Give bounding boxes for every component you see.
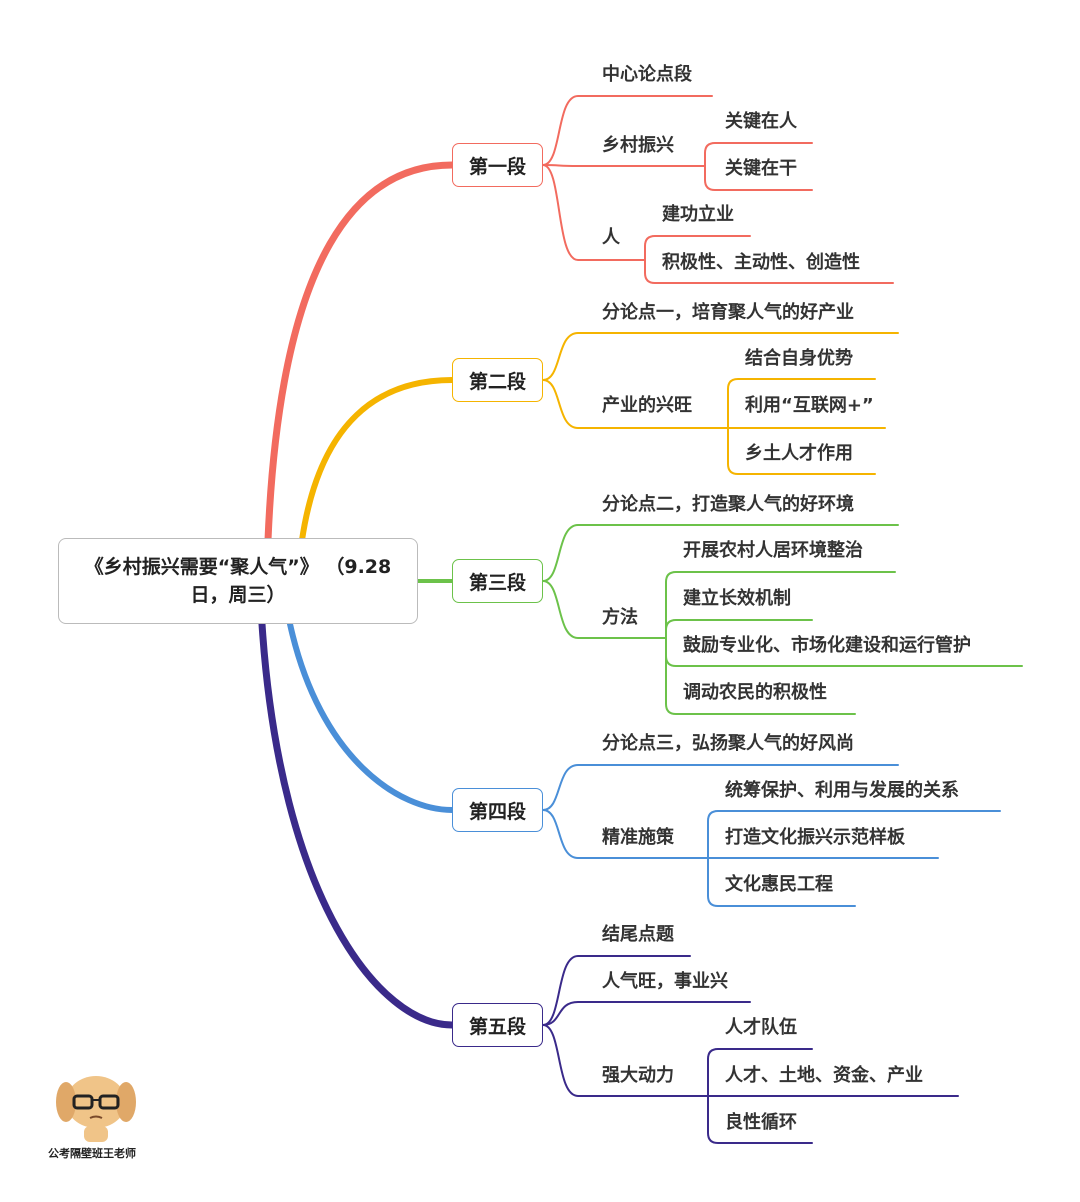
subtopic-node[interactable]: 鼓励专业化、市场化建设和运行管护 xyxy=(683,635,971,656)
topic-node[interactable]: 方法 xyxy=(602,607,638,628)
sub-branch-line xyxy=(704,142,813,167)
subtopic-node[interactable]: 调动农民的积极性 xyxy=(683,682,827,703)
main-branch-line xyxy=(287,621,455,813)
section-label: 第三段 xyxy=(468,571,526,594)
watermark-caption: 公考隔壁班王老师 xyxy=(48,1147,136,1160)
section-node[interactable]: 第五段 xyxy=(452,1003,543,1047)
section-node[interactable]: 第三段 xyxy=(452,559,543,603)
section-label: 第四段 xyxy=(468,800,526,823)
branch-line xyxy=(542,1001,751,1026)
branch-line xyxy=(542,332,899,381)
sub-branch-line xyxy=(644,235,751,261)
subtopic-node[interactable]: 良性循环 xyxy=(725,1112,797,1133)
sub-branch-line xyxy=(665,637,856,715)
section-label: 第五段 xyxy=(468,1015,526,1038)
branch-line xyxy=(542,379,729,429)
root-node[interactable]: 《乡村振兴需要“聚人气”》 （9.28日，周三） xyxy=(58,538,418,624)
branch-line xyxy=(542,1024,709,1097)
branch-line xyxy=(542,955,691,1026)
topic-node[interactable]: 人 xyxy=(602,227,620,248)
subtopic-node[interactable]: 乡土人才作用 xyxy=(745,443,853,464)
subtopic-node[interactable]: 人才、土地、资金、产业 xyxy=(725,1065,923,1086)
dog-mascot-icon xyxy=(56,1076,136,1142)
subtopic-node[interactable]: 建功立业 xyxy=(662,204,734,225)
section-label: 第二段 xyxy=(468,370,526,393)
section-node[interactable]: 第四段 xyxy=(452,788,543,832)
subtopic-node[interactable]: 统筹保护、利用与发展的关系 xyxy=(725,780,959,801)
topic-node[interactable]: 结尾点题 xyxy=(602,924,674,945)
branch-line xyxy=(542,580,667,639)
topic-node[interactable]: 分论点二，打造聚人气的好环境 xyxy=(602,494,854,515)
topic-node[interactable]: 人气旺，事业兴 xyxy=(602,971,728,992)
sub-branch-line xyxy=(727,378,876,429)
subtopic-node[interactable]: 开展农村人居环境整治 xyxy=(683,540,863,561)
sub-branch-line xyxy=(707,857,856,907)
sub-branch-line xyxy=(707,1095,813,1144)
section-node[interactable]: 第一段 xyxy=(452,143,543,187)
section-node[interactable]: 第二段 xyxy=(452,358,543,402)
topic-node[interactable]: 强大动力 xyxy=(602,1065,674,1086)
subtopic-node[interactable]: 关键在人 xyxy=(725,111,797,132)
sub-branch-line xyxy=(707,1048,813,1097)
sub-branch-line xyxy=(665,619,813,639)
topic-node[interactable]: 乡村振兴 xyxy=(602,135,674,156)
sub-branch-line xyxy=(704,165,813,191)
topic-node[interactable]: 分论点三，弘扬聚人气的好风尚 xyxy=(602,733,854,754)
subtopic-node[interactable]: 积极性、主动性、创造性 xyxy=(662,252,860,273)
subtopic-node[interactable]: 建立长效机制 xyxy=(683,588,791,609)
sub-branch-line xyxy=(665,571,896,639)
main-branch-line xyxy=(264,161,456,544)
main-branch-line xyxy=(299,377,455,543)
branch-line xyxy=(542,764,899,811)
sub-branch-line xyxy=(707,810,1001,859)
branch-line xyxy=(542,95,713,166)
topic-node[interactable]: 产业的兴旺 xyxy=(602,395,692,416)
sub-branch-line xyxy=(727,427,876,475)
subtopic-node[interactable]: 文化惠民工程 xyxy=(725,874,833,895)
main-branch-line xyxy=(258,620,456,1029)
subtopic-node[interactable]: 打造文化振兴示范样板 xyxy=(725,827,905,848)
branch-line xyxy=(542,164,706,167)
subtopic-node[interactable]: 关键在干 xyxy=(725,158,797,179)
branch-line xyxy=(542,164,646,261)
topic-node[interactable]: 精准施策 xyxy=(602,827,674,848)
root-title: 《乡村振兴需要“聚人气”》 （9.28日，周三） xyxy=(84,556,392,606)
subtopic-node[interactable]: 结合自身优势 xyxy=(745,348,853,369)
subtopic-node[interactable]: 人才队伍 xyxy=(725,1017,797,1038)
branch-line xyxy=(542,809,709,859)
section-label: 第一段 xyxy=(468,155,526,178)
subtopic-node[interactable]: 利用“互联网+” xyxy=(745,395,874,416)
sub-branch-line xyxy=(644,259,894,284)
topic-node[interactable]: 分论点一，培育聚人气的好产业 xyxy=(602,302,854,323)
topic-node[interactable]: 中心论点段 xyxy=(602,64,692,85)
branch-line xyxy=(542,524,899,582)
